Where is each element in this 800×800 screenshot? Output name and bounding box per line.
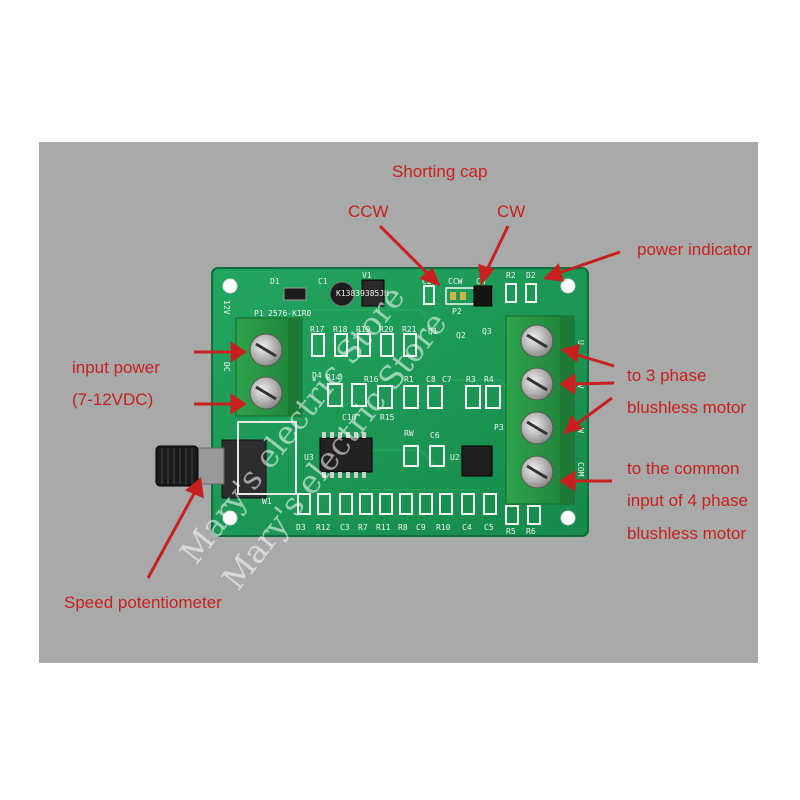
silk-p1: P1 — [254, 309, 264, 318]
silk-c2: C2 — [422, 277, 432, 286]
silk-r6: R6 — [526, 527, 536, 536]
label-ccw: CCW — [348, 202, 389, 221]
silk-r7: R7 — [358, 523, 368, 532]
silk-r10: R10 — [436, 523, 451, 532]
label-three-phase-line-1: to 3 phase — [627, 366, 707, 385]
silk-r2: R2 — [506, 271, 516, 280]
silk-r5: R5 — [506, 527, 516, 536]
silk-c4: C4 — [462, 523, 472, 532]
silk-d2: D2 — [526, 271, 536, 280]
silk-d4: D4 — [312, 371, 322, 380]
ic-chips — [319, 279, 493, 478]
silk-r17: R17 — [310, 325, 325, 334]
silk-w1: W1 — [262, 497, 272, 506]
silk-v1: V1 — [362, 271, 372, 280]
speed-potentiometer — [155, 421, 297, 499]
silk-r8: R8 — [398, 523, 408, 532]
label-input-power: input power — [72, 358, 160, 377]
silk-c8: C8 — [426, 375, 436, 384]
smd-components — [297, 283, 541, 525]
label-common-line-1: to the common — [627, 459, 740, 478]
silk-k1: K13839385JH — [336, 289, 389, 298]
silk-d3: D3 — [296, 523, 306, 532]
silk-d1: D1 — [270, 277, 280, 286]
silk-r15: R15 — [380, 413, 395, 422]
silk-v: V — [576, 384, 585, 389]
silk-r21: R21 — [402, 325, 417, 334]
label-cw: CW — [497, 202, 526, 221]
silk-dc: DC — [222, 362, 231, 372]
silk-c10: C10 — [342, 413, 357, 422]
silk-r4: R4 — [484, 375, 494, 384]
label-common-line-3: blushless motor — [627, 524, 747, 543]
silk-ccw: CCW — [448, 277, 463, 286]
silk-c6: C6 — [430, 431, 440, 440]
label-speed-potentiometer: Speed potentiometer — [64, 593, 222, 612]
label-common-line-2: input of 4 phase — [627, 491, 748, 510]
silkscreen-labels: P1 D1 C1 V1 K13839385JH 2576-K1R0 C2 CCW… — [222, 271, 585, 536]
silk-lot: 2576-K1R0 — [268, 309, 312, 318]
silk-c7: C7 — [442, 375, 452, 384]
silk-r11: R11 — [376, 523, 391, 532]
silk-p2: P2 — [452, 307, 462, 316]
silk-c3: C3 — [340, 523, 350, 532]
motor-terminal-block — [505, 315, 575, 505]
label-input-power-range: (7-12VDC) — [72, 390, 154, 409]
shorting-cap-jumper — [445, 285, 493, 307]
annotation-arrows — [146, 224, 621, 579]
silk-u: U — [576, 340, 585, 345]
silk-r3: R3 — [466, 375, 476, 384]
silk-c1: C1 — [318, 277, 328, 286]
capacitors — [283, 281, 355, 307]
label-shorting-cap: Shorting cap — [392, 162, 488, 181]
input-terminal-block — [235, 317, 303, 417]
silk-q2: Q2 — [456, 331, 466, 340]
silk-r14: R14 — [326, 373, 341, 382]
silk-c9: C9 — [416, 523, 426, 532]
silk-r18: R18 — [333, 325, 348, 334]
silk-r12: R12 — [316, 523, 331, 532]
silk-w: W — [576, 428, 585, 433]
label-three-phase-line-2: blushless motor — [627, 398, 747, 417]
label-power-indicator: power indicator — [637, 240, 753, 259]
silk-com: COM — [576, 462, 585, 477]
silk-r16: R16 — [364, 375, 379, 384]
silk-q3: Q3 — [482, 327, 492, 336]
silk-r19: R19 — [356, 325, 371, 334]
silk-r1: R1 — [404, 375, 414, 384]
silk-u2: U2 — [450, 453, 460, 462]
silk-c5: C5 — [484, 523, 494, 532]
pcb-board — [211, 267, 589, 537]
silk-p3: P3 — [494, 423, 504, 432]
silk-q1: Q1 — [428, 327, 438, 336]
silk-rw: RW — [404, 429, 414, 438]
silk-u3: U3 — [304, 453, 314, 462]
silk-12v: 12V — [222, 300, 231, 315]
silk-r20: R20 — [379, 325, 394, 334]
